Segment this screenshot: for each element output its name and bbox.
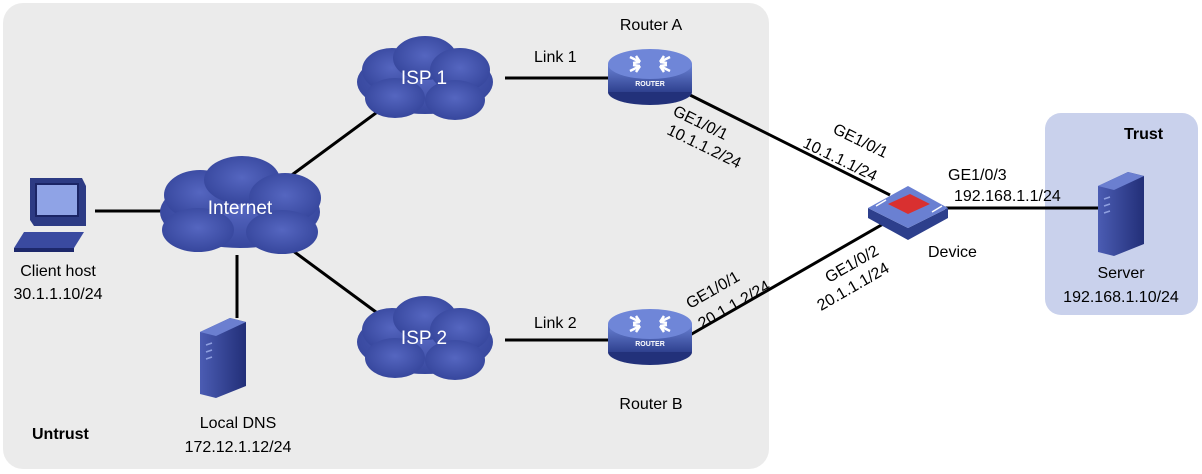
router-b-label: Router B xyxy=(619,396,683,413)
trust-zone-label: Trust xyxy=(1124,126,1164,143)
device-label: Device xyxy=(928,244,977,261)
server-icon xyxy=(1098,172,1144,256)
device-port3-label: GE1/0/3 xyxy=(948,167,1007,184)
isp1-cloud xyxy=(357,36,493,120)
internet-isp1-link xyxy=(284,108,381,182)
routerb-device-link xyxy=(689,218,891,337)
client-host-pc-icon xyxy=(14,178,86,252)
link1-label: Link 1 xyxy=(534,49,577,66)
router-b-badge: ROUTER xyxy=(635,341,665,348)
internet-cloud xyxy=(160,156,321,254)
router-a-icon: ROUTER xyxy=(608,49,692,105)
client-host-ip: 30.1.1.10/24 xyxy=(13,286,103,303)
router-a-label: Router A xyxy=(619,17,683,34)
isp2-cloud xyxy=(357,296,493,380)
routera-device-link xyxy=(689,93,891,197)
untrust-zone-label: Untrust xyxy=(32,426,89,443)
dns-server-icon xyxy=(200,318,246,398)
client-host-label: Client host xyxy=(20,263,96,280)
link2-label: Link 2 xyxy=(534,315,577,332)
dns-label: Local DNS xyxy=(199,415,277,432)
internet-label: Internet xyxy=(207,198,273,219)
untrust-zone xyxy=(3,3,769,469)
server-label: Server xyxy=(1097,265,1145,282)
isp1-label: ISP 1 xyxy=(400,68,448,89)
internet-isp2-link xyxy=(284,243,381,317)
dns-ip: 172.12.1.12/24 xyxy=(184,439,292,456)
firewall-device-icon xyxy=(868,186,948,240)
router-b-icon: ROUTER xyxy=(608,309,692,365)
isp2-label: ISP 2 xyxy=(400,328,448,349)
router-a-badge: ROUTER xyxy=(635,81,665,88)
device-ip3-label: 192.168.1.1/24 xyxy=(954,188,1061,205)
server-ip: 192.168.1.10/24 xyxy=(1063,289,1179,306)
